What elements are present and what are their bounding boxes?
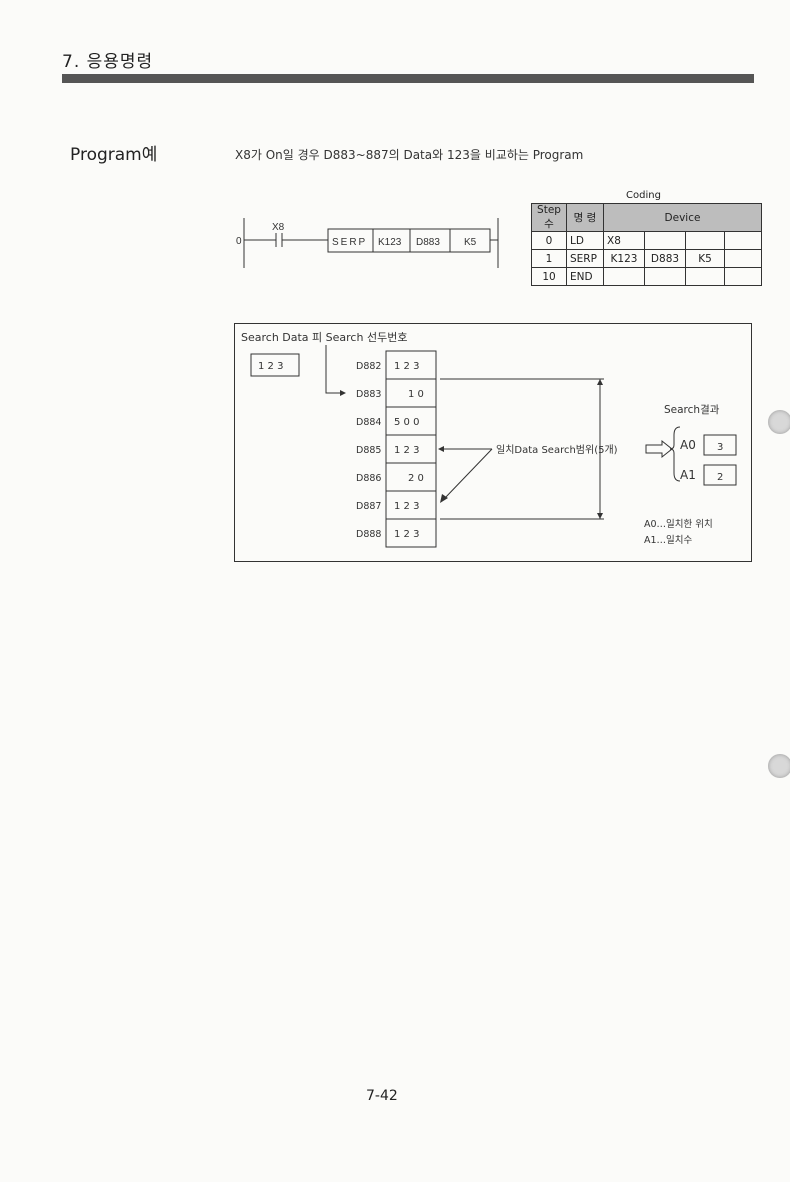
chapter-divider-bar — [62, 74, 754, 83]
result-value: 3 — [717, 442, 723, 453]
coding-header-device: Device — [603, 203, 762, 232]
register-name: D884 — [356, 417, 381, 428]
coding-caption: Coding — [626, 190, 661, 201]
register-value: 5 0 0 — [394, 417, 419, 428]
search-title: Search Data 피 Search 선두번호 — [241, 331, 407, 344]
register-name: D886 — [356, 473, 381, 484]
ladder-diagram: 0 X8 SERP K123 D883 K5 — [236, 218, 499, 268]
result-legend: A0…일치한 위치 — [644, 518, 713, 530]
coding-header-op: 명 령 — [566, 203, 604, 232]
ladder-instruction-arg1: K123 — [378, 237, 402, 248]
search-data-value: 1 2 3 — [258, 361, 283, 372]
register-value: 1 2 3 — [394, 361, 419, 372]
register-name: D885 — [356, 445, 381, 456]
coding-header-step: Step수 — [531, 203, 567, 232]
page-number: 7-42 — [366, 1088, 398, 1104]
register-value: 2 0 — [408, 473, 424, 484]
result-legend: A1…일치수 — [644, 534, 693, 546]
search-result-title: Search결과 — [664, 404, 720, 416]
register-name: D882 — [356, 361, 381, 372]
result-name: A0 — [680, 438, 696, 452]
search-range-label: 일치Data Search범위(5개) — [496, 443, 618, 456]
section-label: Program예 — [70, 145, 158, 165]
program-description: X8가 On일 경우 D883~887의 Data와 123을 비교하는 Pro… — [235, 148, 584, 162]
ladder-instruction-arg3: K5 — [464, 237, 477, 248]
result-value: 2 — [717, 472, 723, 483]
register-value: 1 2 3 — [394, 529, 419, 540]
chapter-title: 7. 응용명령 — [62, 52, 154, 72]
register-column: D882 1 2 3 D883 1 0 D884 5 0 0 D885 1 2 … — [356, 350, 437, 548]
search-diagram-frame — [234, 323, 752, 562]
binder-hole — [768, 754, 790, 778]
register-value: 1 2 3 — [394, 445, 419, 456]
register-value: 1 2 3 — [394, 501, 419, 512]
result-name: A1 — [680, 468, 696, 482]
search-diagram: Search Data 피 Search 선두번호 1 2 3 D882 1 2… — [241, 331, 737, 548]
ladder-instruction-arg2: D883 — [416, 237, 440, 248]
ladder-instruction-op: SERP — [332, 237, 367, 248]
register-name: D887 — [356, 501, 381, 512]
register-name: D883 — [356, 389, 381, 400]
register-name: D888 — [356, 529, 381, 540]
ladder-step-number: 0 — [236, 236, 242, 247]
register-value: 1 0 — [408, 389, 424, 400]
ladder-contact-label: X8 — [272, 222, 285, 233]
binder-hole — [768, 410, 790, 434]
